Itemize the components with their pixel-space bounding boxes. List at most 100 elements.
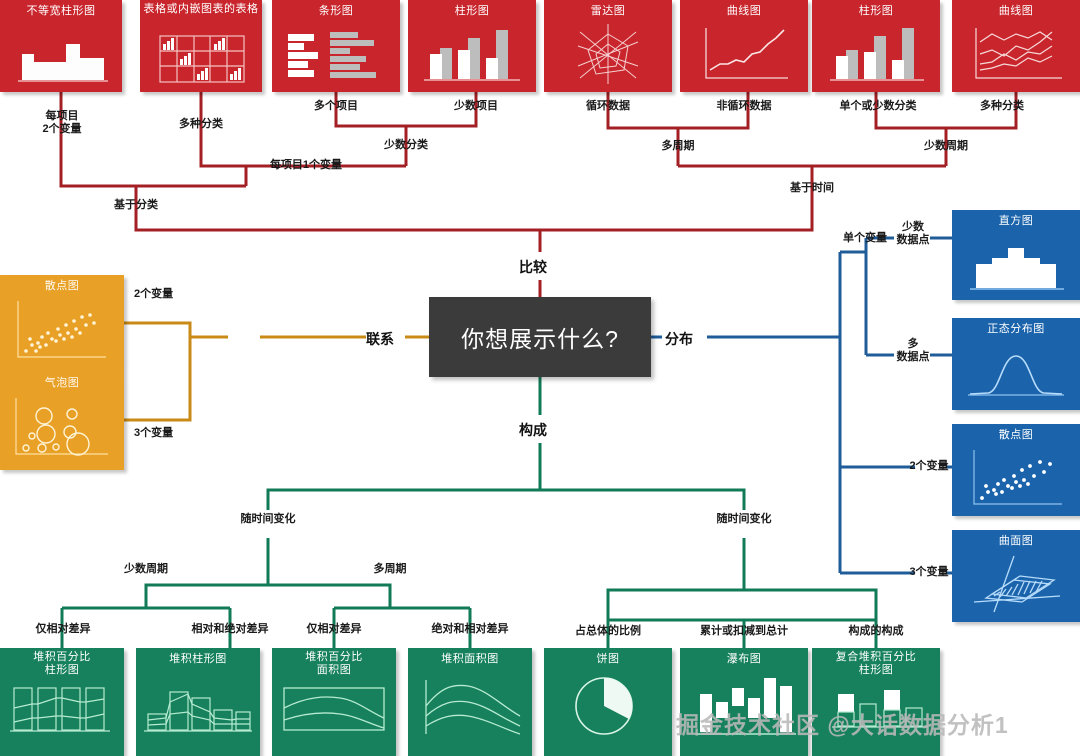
card-title: 散点图 <box>998 429 1034 441</box>
card-title: 瀑布图 <box>726 653 762 665</box>
vertical-bars-icon <box>424 30 520 81</box>
label-many-periods-composition: 多周期 <box>373 563 407 575</box>
card-scatter-chart-distribution[interactable]: 散点图 <box>952 424 1080 516</box>
watermark-text: 掘金技术社区 @大话数据分析1 <box>676 712 1009 738</box>
label-few-categories: 少数分类 <box>384 139 428 151</box>
card-scatter-chart-relationship[interactable]: 散点图 <box>0 275 124 372</box>
card-line-chart-noncyclical[interactable]: 曲线图 <box>680 0 808 92</box>
hub-composition: 构成 <box>519 422 547 438</box>
card-title: 条形图 <box>318 5 354 17</box>
multi-line-icon <box>975 28 1062 79</box>
card-title: 不等宽柱形图 <box>26 5 96 17</box>
card-stacked-percentage-column-chart[interactable]: 堆积百分比 柱形图 <box>0 648 124 756</box>
card-variable-width-column-chart[interactable]: 不等宽柱形图 <box>0 0 122 92</box>
card-title: 气泡图 <box>44 377 80 389</box>
card-title: 曲面图 <box>998 535 1034 547</box>
card-waterfall-chart[interactable]: 瀑布图 <box>680 648 808 756</box>
stacked-pct-columns-icon <box>10 687 110 732</box>
label-one-or-few-categories: 单个或少数分类 <box>839 100 917 112</box>
label-three-variables-distribution: 3个变量 <box>909 566 949 578</box>
card-bar-chart[interactable]: 条形图 <box>272 0 400 92</box>
scatter-dots-icon <box>17 301 106 358</box>
card-title: 复合堆积百分比 柱形图 <box>835 651 917 676</box>
center-question-box: 你想展示什么? <box>429 297 651 377</box>
label-noncyclical-data: 非循环数据 <box>716 100 772 112</box>
label-relative-and-absolute-a: 相对和绝对差异 <box>191 623 269 635</box>
waterfall-bars-icon <box>696 678 796 735</box>
label-few-periods-time: 少数周期 <box>924 140 968 152</box>
label-two-variables-relationship: 2个变量 <box>134 288 174 300</box>
label-changes-over-time-left: 随时间变化 <box>240 513 296 525</box>
label-based-on-category: 基于分类 <box>114 199 158 211</box>
bubbles-icon <box>15 398 108 456</box>
label-many-categories-time: 多种分类 <box>980 100 1024 112</box>
vertical-bars-pairs-icon <box>830 28 924 81</box>
label-few-items: 少数项目 <box>454 100 498 112</box>
card-column-chart[interactable]: 柱形图 <box>408 0 536 92</box>
card-title: 曲线图 <box>726 5 762 17</box>
horizontal-bars-icon <box>288 32 376 78</box>
label-absolute-and-relative-b: 绝对和相对差异 <box>431 623 509 635</box>
card-title: 正态分布图 <box>987 323 1045 335</box>
label-composition-of-composition: 构成的构成 <box>848 625 904 637</box>
card-histogram[interactable]: 直方图 <box>952 210 1080 300</box>
stacked-pct-area-icon <box>283 687 385 731</box>
card-table-with-embedded-charts[interactable]: 表格或内嵌图表的表格 <box>140 0 262 92</box>
card-title: 表格或内嵌图表的表格 <box>143 3 259 15</box>
card-composite-stacked-percentage-column-chart[interactable]: 复合堆积百分比 柱形图 <box>812 648 940 756</box>
hub-relationship: 联系 <box>366 331 394 347</box>
label-many-data-points: 多 数据点 <box>896 338 930 363</box>
card-line-chart-many-categories[interactable]: 曲线图 <box>952 0 1080 92</box>
card-title: 曲线图 <box>998 5 1034 17</box>
stacked-area-icon <box>425 680 521 735</box>
card-title: 堆积面积图 <box>441 653 499 665</box>
label-share-of-total: 占总体的比例 <box>575 625 641 637</box>
hub-comparison: 比较 <box>519 259 547 275</box>
label-single-variable: 单个变量 <box>843 232 887 244</box>
bell-curve-icon <box>968 355 1064 396</box>
3d-surface-icon <box>973 555 1061 613</box>
card-title: 饼图 <box>596 653 620 665</box>
card-stacked-area-chart[interactable]: 堆积面积图 <box>408 648 532 756</box>
card-surface-chart[interactable]: 曲面图 <box>952 530 1080 622</box>
label-based-on-time: 基于时间 <box>790 182 834 194</box>
card-pie-chart[interactable]: 饼图 <box>544 648 672 756</box>
card-title: 直方图 <box>998 215 1034 227</box>
radar-web-icon <box>577 24 639 84</box>
label-changes-over-time-right: 随时间变化 <box>716 513 772 525</box>
histogram-bars-icon <box>970 248 1064 290</box>
card-title: 柱形图 <box>858 5 894 17</box>
label-accumulate-or-subtract: 累计或扣减到总计 <box>700 625 788 637</box>
stacked-columns-icon <box>144 691 252 732</box>
single-line-icon <box>705 28 788 79</box>
card-title: 堆积柱形图 <box>169 653 227 665</box>
label-each-item-1-var: 每项目1个变量 <box>269 159 343 171</box>
label-many-periods-time: 多周期 <box>661 140 695 152</box>
card-title: 散点图 <box>44 280 80 292</box>
composite-stacked-columns-icon <box>832 690 928 728</box>
center-question-text: 你想展示什么? <box>461 326 619 352</box>
card-stacked-percentage-area-chart[interactable]: 堆积百分比 面积图 <box>272 648 396 756</box>
variable-width-bars-icon <box>18 44 108 82</box>
card-normal-distribution-chart[interactable]: 正态分布图 <box>952 318 1080 410</box>
card-title: 堆积百分比 面积图 <box>305 651 363 676</box>
label-many-items: 多个项目 <box>314 100 358 112</box>
label-many-categories: 多种分类 <box>179 118 223 130</box>
card-title: 柱形图 <box>454 5 490 17</box>
table-grid-icon <box>159 35 245 83</box>
card-stacked-column-chart[interactable]: 堆积柱形图 <box>136 648 260 756</box>
card-column-chart-time[interactable]: 柱形图 <box>812 0 940 92</box>
card-title: 堆积百分比 柱形图 <box>33 651 91 676</box>
label-each-item-2-vars: 每项目 2个变量 <box>42 110 82 135</box>
label-relative-only-b: 仅相对差异 <box>306 623 362 635</box>
label-relative-only-a: 仅相对差异 <box>35 623 91 635</box>
label-few-data-points: 少数 数据点 <box>896 221 930 246</box>
scatter-dots-icon <box>973 450 1062 505</box>
label-three-variables-relationship: 3个变量 <box>134 427 174 439</box>
card-title: 雷达图 <box>590 5 626 17</box>
hub-distribution: 分布 <box>665 331 693 347</box>
card-radar-chart[interactable]: 雷达图 <box>544 0 672 92</box>
card-bubble-chart[interactable]: 气泡图 <box>0 372 124 470</box>
